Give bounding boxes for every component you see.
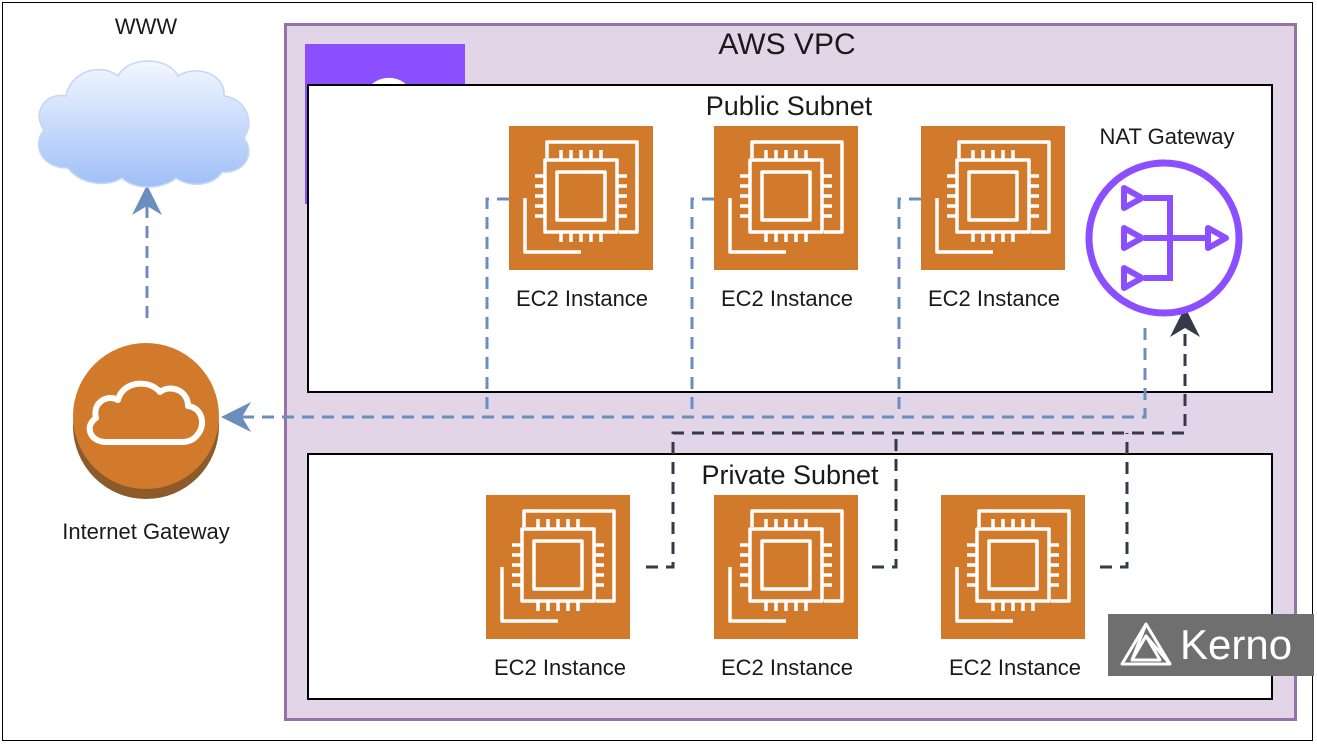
public-ec2-instance-3 bbox=[921, 126, 1065, 270]
public-ec2-label-2: EC2 Instance bbox=[720, 286, 854, 311]
private-ec2-label-3: EC2 Instance bbox=[948, 655, 1082, 680]
kerno-wordmark: Kerno bbox=[1180, 621, 1293, 668]
private-ec2-instance-1 bbox=[486, 495, 630, 639]
private-route-lines bbox=[646, 307, 1200, 569]
public-ec2-label-3: EC2 Instance bbox=[927, 286, 1061, 311]
www-cloud-icon bbox=[37, 60, 250, 188]
public-subnet-label: Public Subnet bbox=[705, 91, 873, 121]
private-ec2-label-1: EC2 Instance bbox=[493, 655, 627, 680]
ec2-chip-icon bbox=[500, 509, 616, 623]
kerno-watermark: Kerno bbox=[1108, 614, 1314, 676]
www-label: WWW bbox=[114, 14, 178, 39]
private-ec2-instance-3 bbox=[941, 495, 1085, 639]
ec2-chip-icon bbox=[935, 140, 1051, 254]
public-ec2-instance-2 bbox=[714, 126, 858, 270]
kerno-logo-icon bbox=[1120, 622, 1172, 666]
public-ec2-instance-1 bbox=[509, 126, 653, 270]
private-ec2-instance-2 bbox=[714, 495, 858, 639]
public-ec2-label-1: EC2 Instance bbox=[515, 286, 649, 311]
vpc-label: AWS VPC bbox=[718, 28, 856, 61]
private-ec2-label-2: EC2 Instance bbox=[720, 655, 854, 680]
internet-gateway-icon bbox=[73, 343, 219, 499]
ec2-chip-icon bbox=[728, 140, 844, 254]
public-route-lines bbox=[132, 185, 1147, 432]
nat-gateway-label: NAT Gateway bbox=[1099, 124, 1235, 149]
ec2-chip-icon bbox=[523, 140, 639, 254]
ec2-chip-icon bbox=[728, 509, 844, 623]
internet-gateway-label: Internet Gateway bbox=[62, 519, 230, 544]
ec2-chip-icon bbox=[955, 509, 1071, 623]
nat-gateway-icon bbox=[1085, 159, 1243, 317]
private-subnet-label: Private Subnet bbox=[701, 460, 879, 490]
